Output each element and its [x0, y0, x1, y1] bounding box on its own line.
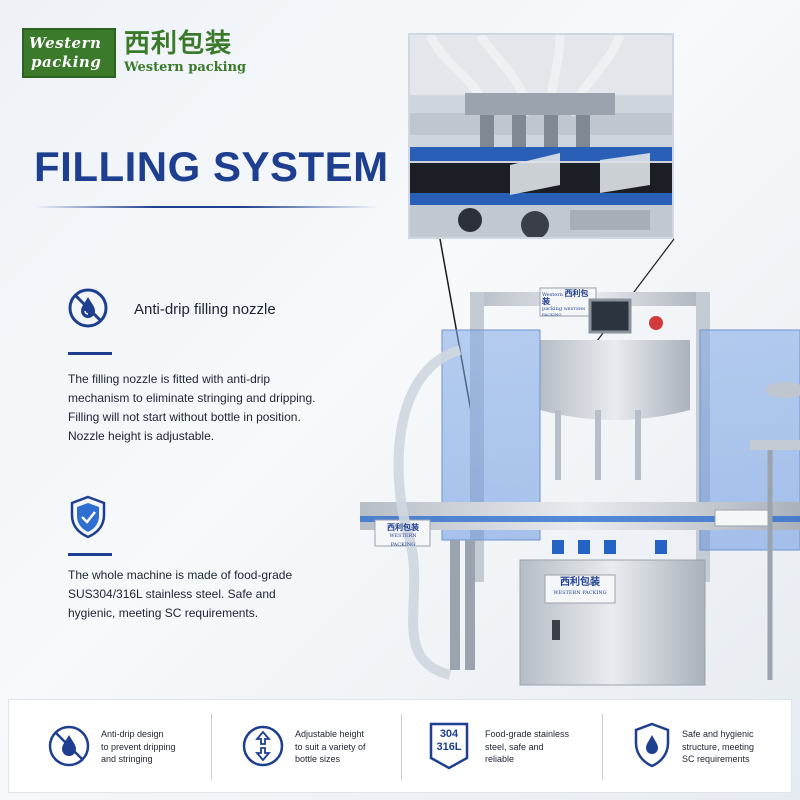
summary-divider [602, 714, 603, 780]
machine-base-label: 西利包装 WESTERN PACKING [547, 577, 613, 599]
material-304-316l-icon: 304 316L [429, 722, 469, 770]
brand-logo: Western packing 西利包装 Western packing [22, 28, 246, 78]
feature-anti-drip-heading: Anti-drip filling nozzle [134, 301, 276, 318]
material-badge-304: 304 [439, 728, 459, 740]
feature-summary-bar: Anti-drip design to prevent dripping and… [8, 699, 792, 793]
anti-drip-icon [67, 287, 109, 329]
feature-anti-drip-text: The filling nozzle is fitted with anti-d… [68, 372, 316, 443]
summary-material-text: Food-grade stainless steel, safe and rel… [485, 729, 570, 764]
machine-base-label-en: WESTERN PACKING [553, 590, 607, 596]
shield-drop-icon [633, 722, 671, 768]
adjust-height-icon [241, 724, 285, 768]
machine-top-label: Western 西利包装 packing WESTERN PACKING [542, 288, 594, 318]
feature-material-rule [68, 553, 112, 556]
page-title: FILLING SYSTEM [34, 143, 389, 190]
summary-divider [401, 714, 402, 780]
machine-top-label-cn: 西利包装 [542, 288, 589, 306]
logo-english-name: Western packing [124, 60, 247, 75]
machine-side-label-cn: 西利包装 [387, 522, 419, 532]
machine-side-label-en: WESTERN PACKING [389, 533, 417, 548]
logo-badge-line2: packing [31, 53, 102, 71]
machine-top-label-en: WESTERN PACKING [542, 306, 586, 317]
feature-anti-drip-rule [68, 352, 112, 355]
material-badge-316l: 316L [436, 741, 462, 753]
machine-top-label-line1: Western [542, 292, 563, 298]
summary-hygienic-text: Safe and hygienic structure, meeting SC … [682, 729, 755, 764]
summary-divider [211, 714, 212, 780]
logo-chinese-name: 西利包装 [124, 29, 233, 59]
summary-anti-drip-text: Anti-drip design to prevent dripping and… [101, 729, 176, 764]
shield-check-icon [67, 495, 109, 539]
feature-material-text: The whole machine is made of food-grade … [68, 568, 293, 620]
machine-top-label-line2: packing [542, 306, 563, 312]
logo-badge: Western packing [22, 28, 116, 78]
nozzle-closeup-image [408, 33, 674, 239]
anti-drip-icon [47, 724, 91, 768]
logo-wordmark: 西利包装 Western packing [124, 30, 246, 76]
title-underline [34, 206, 379, 208]
machine-base-label-cn: 西利包装 [560, 577, 600, 588]
filling-machine-image: Western 西利包装 packing WESTERN PACKING 西利包… [330, 240, 800, 690]
summary-adjustable-text: Adjustable height to suit a variety of b… [295, 729, 366, 764]
logo-badge-line1: Western [29, 34, 102, 52]
machine-side-label: 西利包装 WESTERN PACKING [377, 523, 429, 550]
